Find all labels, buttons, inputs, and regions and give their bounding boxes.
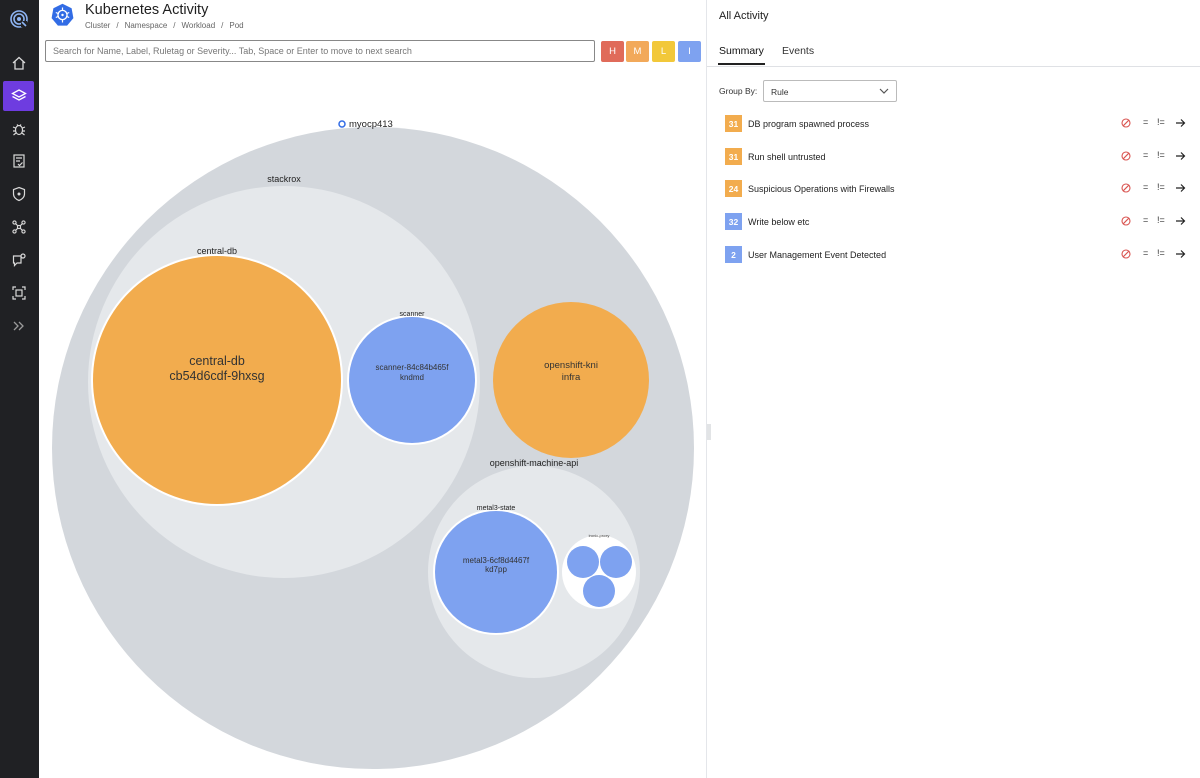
breadcrumb-namespace[interactable]: Namespace	[125, 21, 168, 30]
panel-divider	[706, 0, 707, 778]
rule-row[interactable]: 2 User Management Event Detected = !=	[725, 246, 1187, 264]
workload-label-central-db: central-db	[197, 246, 237, 256]
group-by-select[interactable]: Rule	[763, 80, 897, 102]
rule-name: DB program spawned process	[748, 119, 869, 129]
filter-not-equals-button[interactable]: !=	[1157, 150, 1165, 160]
exclude-icon[interactable]	[1121, 183, 1131, 195]
filter-not-equals-button[interactable]: !=	[1157, 117, 1165, 127]
filter-not-equals-button[interactable]: !=	[1157, 248, 1165, 258]
rule-name: Run shell untrusted	[748, 152, 826, 162]
search-input[interactable]	[46, 41, 594, 61]
layers-icon	[11, 88, 27, 104]
rule-name: Suspicious Operations with Firewalls	[748, 184, 895, 194]
severity-low-button[interactable]: L	[652, 41, 675, 62]
notification-icon	[11, 252, 27, 268]
nav-compliance[interactable]	[3, 179, 34, 209]
breadcrumb-cluster[interactable]: Cluster	[85, 21, 110, 30]
tab-summary-underline	[718, 63, 765, 65]
pod-label-openshift-kni-line1: openshift-kni	[544, 360, 598, 371]
breadcrumb-pod[interactable]: Pod	[229, 21, 243, 30]
rule-row[interactable]: 32 Write below etc = !=	[725, 213, 1187, 231]
pod-label-metal3-line1: metal3-6cf8d4467f	[463, 556, 530, 565]
tab-events[interactable]: Events	[782, 45, 814, 57]
rule-row[interactable]: 31 Run shell untrusted = !=	[725, 148, 1187, 166]
exclude-icon[interactable]	[1121, 216, 1131, 228]
policy-icon	[11, 153, 27, 169]
filter-equals-button[interactable]: =	[1143, 117, 1148, 127]
rule-name: User Management Event Detected	[748, 250, 886, 260]
pod-circle-ironic-proxy-2[interactable]	[600, 546, 632, 578]
bug-icon	[11, 121, 27, 137]
rule-count-badge: 2	[725, 246, 742, 263]
scan-icon	[11, 285, 27, 301]
tab-summary[interactable]: Summary	[719, 45, 764, 57]
pod-label-central-db-line1: central-db	[189, 354, 245, 368]
nav-violations[interactable]	[3, 114, 34, 144]
nav-network[interactable]	[3, 212, 34, 242]
pod-circle-ironic-proxy-3[interactable]	[583, 575, 615, 607]
arrow-right-icon[interactable]	[1175, 249, 1186, 261]
nav-policies[interactable]	[3, 146, 34, 176]
rule-row[interactable]: 31 DB program spawned process = !=	[725, 115, 1187, 133]
nav-expand[interactable]	[3, 311, 34, 341]
rule-count-badge: 31	[725, 148, 742, 165]
circle-pack-chart: myocp413 stackrox central-db central-db …	[39, 68, 706, 778]
pod-label-central-db-line2: cb54d6cdf-9hxsg	[169, 369, 264, 383]
workload-label-ironic-proxy: ironic-proxy	[589, 533, 610, 538]
left-nav	[0, 0, 39, 778]
filter-not-equals-button[interactable]: !=	[1157, 182, 1165, 192]
filter-equals-button[interactable]: =	[1143, 248, 1148, 258]
filter-equals-button[interactable]: =	[1143, 182, 1148, 192]
group-by-label: Group By:	[719, 86, 757, 96]
kubernetes-icon	[51, 3, 74, 26]
cluster-label: myocp413	[349, 119, 393, 130]
tabs-divider	[707, 66, 1200, 67]
rule-row[interactable]: 24 Suspicious Operations with Firewalls =!…	[725, 180, 1187, 198]
namespace-label-openshift-machine-api: openshift-machine-api	[490, 458, 579, 468]
severity-medium-button[interactable]: M	[626, 41, 649, 62]
namespace-label-stackrox: stackrox	[267, 174, 301, 184]
pod-label-openshift-kni-line2: infra	[562, 372, 581, 383]
pod-label-scanner-line2: kndmd	[400, 373, 424, 382]
group-by-value: Rule	[771, 87, 788, 97]
nav-layers[interactable]	[3, 81, 34, 111]
nav-home[interactable]	[3, 48, 34, 78]
pod-circle-ironic-proxy-1[interactable]	[567, 546, 599, 578]
chevron-down-icon	[879, 87, 889, 97]
exclude-icon[interactable]	[1121, 249, 1131, 261]
filter-equals-button[interactable]: =	[1143, 150, 1148, 160]
arrow-right-icon[interactable]	[1175, 216, 1186, 228]
severity-high-button[interactable]: H	[601, 41, 624, 62]
app-logo-icon[interactable]	[6, 6, 32, 32]
cluster-dot-icon	[339, 121, 345, 127]
search-box	[45, 40, 595, 62]
pod-label-metal3-line2: kd7pp	[485, 565, 507, 574]
workload-label-scanner: scanner	[400, 311, 426, 318]
pod-label-scanner-line1: scanner-84c84b465f	[376, 363, 450, 372]
breadcrumb-workload[interactable]: Workload	[182, 21, 216, 30]
rule-count-badge: 31	[725, 115, 742, 132]
rule-count-badge: 24	[725, 180, 742, 197]
exclude-icon[interactable]	[1121, 151, 1131, 163]
rule-name: Write below etc	[748, 217, 809, 227]
breadcrumb: Cluster/Namespace/Workload/Pod	[85, 21, 244, 30]
panel-title: All Activity	[719, 10, 769, 22]
resize-handle-icon[interactable]	[707, 424, 711, 440]
expand-icon	[11, 318, 27, 334]
home-icon	[11, 55, 27, 71]
arrow-right-icon[interactable]	[1175, 183, 1186, 195]
arrow-right-icon[interactable]	[1175, 118, 1186, 130]
severity-info-button[interactable]: I	[678, 41, 701, 62]
shield-icon	[11, 186, 27, 202]
network-icon	[11, 219, 27, 235]
workload-label-metal3-state: metal3-state	[477, 505, 516, 512]
page-title: Kubernetes Activity	[85, 2, 208, 18]
arrow-right-icon[interactable]	[1175, 151, 1186, 163]
rule-count-badge: 32	[725, 213, 742, 230]
nav-scan[interactable]	[3, 278, 34, 308]
exclude-icon[interactable]	[1121, 118, 1131, 130]
nav-notifications[interactable]	[3, 245, 34, 275]
filter-equals-button[interactable]: =	[1143, 215, 1148, 225]
filter-not-equals-button[interactable]: !=	[1157, 215, 1165, 225]
